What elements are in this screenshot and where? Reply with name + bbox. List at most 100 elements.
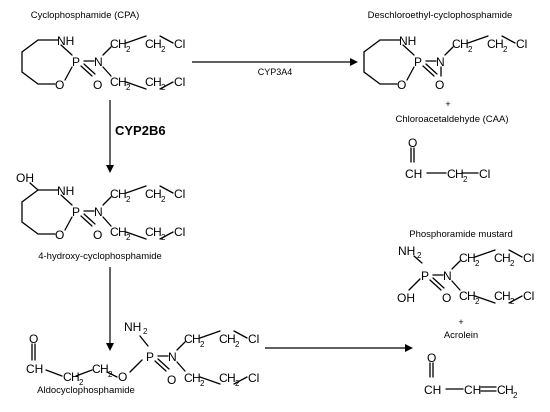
- atom-h: H: [118, 37, 127, 51]
- atom-h: H: [495, 37, 504, 51]
- atom-cl: Cl: [248, 332, 259, 346]
- sub-2: 2: [475, 297, 480, 306]
- atom-ch: C: [494, 251, 503, 265]
- pm-structure: NH 2 P N OH O C H 2 C H 2 Cl C H 2 C H 2…: [397, 244, 534, 306]
- arrow-to-aldo: [106, 267, 114, 351]
- atom-h: H: [118, 75, 127, 89]
- dcl-structure: NH P N O O H C H 2 C H 2 Cl: [363, 34, 527, 92]
- atom-h: H: [118, 225, 127, 239]
- atom-ch: CH: [405, 167, 422, 181]
- cyp3a4-label: CYP3A4: [258, 67, 293, 77]
- sub-2: 2: [143, 327, 148, 336]
- plus-sign-caa: +: [445, 99, 450, 109]
- atom-o-ring: O: [55, 228, 64, 242]
- atom-ch: C: [184, 371, 193, 385]
- sub-2: 2: [161, 195, 166, 204]
- acrolein-name-label: Acrolein: [444, 330, 478, 341]
- acrolein-structure: O CH CH C H 2: [424, 351, 518, 400]
- sub-2: 2: [513, 391, 518, 400]
- atom-h: H: [118, 187, 127, 201]
- sub-2: 2: [161, 83, 166, 92]
- atom-cl: Cl: [174, 187, 185, 201]
- sub-2: 2: [79, 378, 84, 387]
- atom-nh: NH: [57, 184, 74, 198]
- sub-2: 2: [468, 45, 473, 54]
- atom-h: H: [505, 383, 514, 397]
- atom-n: N: [168, 350, 177, 364]
- cyp2b6-label: CYP2B6: [115, 123, 166, 138]
- atom-ch: C: [219, 371, 228, 385]
- sub-2: 2: [503, 45, 508, 54]
- pm-name-label: Phosphoramide mustard: [409, 229, 513, 240]
- atom-ch: C: [497, 383, 506, 397]
- atom-cl: Cl: [479, 167, 490, 181]
- atom-nh: NH: [57, 34, 74, 48]
- atom-o-double: O: [167, 373, 176, 387]
- plus-sign-acrolein: +: [458, 317, 463, 327]
- atom-ch: C: [452, 37, 461, 51]
- atom-h: H: [467, 289, 476, 303]
- atom-h: H: [227, 371, 236, 385]
- sub-2: 2: [200, 379, 205, 388]
- sub-2: 2: [200, 340, 205, 349]
- atom-p: P: [72, 55, 80, 69]
- aldo-structure: O CH C H 2 C H 2 O NH 2 P N O C H 2 C H …: [26, 320, 259, 388]
- atom-ch: C: [110, 37, 119, 51]
- atom-h: H: [71, 370, 80, 384]
- sub-2: 2: [126, 83, 131, 92]
- hydroxy-structure: OH NH P N O O C H 2 C H 2 Cl C H 2 C H 2…: [16, 171, 185, 242]
- atom-o: O: [408, 136, 417, 150]
- atom-ch: C: [63, 370, 72, 384]
- sub-2: 2: [126, 45, 131, 54]
- arrow-cyp3a4: [192, 58, 358, 66]
- atom-o-double: O: [435, 78, 444, 92]
- arrow-to-pm: [265, 344, 413, 352]
- atom-p: P: [414, 55, 422, 69]
- atom-p: P: [421, 269, 429, 283]
- sub-2: 2: [463, 175, 468, 184]
- caa-name-label: Chloroacetaldehyde (CAA): [395, 114, 508, 125]
- atom-ch: C: [110, 187, 119, 201]
- atom-h: H: [227, 332, 236, 346]
- sub-2: 2: [235, 379, 240, 388]
- atom-h: H: [467, 251, 476, 265]
- atom-h: H: [100, 362, 109, 376]
- hydroxy-name-label: 4-hydroxy-cyclophosphamide: [38, 251, 162, 262]
- atom-ch: C: [145, 187, 154, 201]
- sub-2: 2: [161, 45, 166, 54]
- atom-h: H: [455, 167, 464, 181]
- atom-h: H: [460, 37, 469, 51]
- cpa-structure: NH P N O O C H 2 C H 2 Cl C H 2 C H 2 Cl: [21, 34, 185, 92]
- atom-p: P: [72, 205, 80, 219]
- atom-ch: CH: [424, 383, 441, 397]
- atom-o-double: O: [93, 228, 102, 242]
- sub-2: 2: [510, 259, 515, 268]
- atom-o: O: [118, 370, 127, 384]
- atom-o-ring: O: [55, 78, 64, 92]
- atom-ch: C: [110, 225, 119, 239]
- atom-nh: NH: [399, 34, 416, 48]
- atom-h: H: [153, 225, 162, 239]
- sub-2: 2: [235, 340, 240, 349]
- sub-2: 2: [510, 297, 515, 306]
- sub-2: 2: [161, 233, 166, 242]
- atom-h: H: [192, 371, 201, 385]
- atom-cl: Cl: [174, 75, 185, 89]
- atom-cl: Cl: [174, 225, 185, 239]
- atom-nh: NH: [124, 320, 141, 334]
- atom-oh: OH: [16, 171, 34, 185]
- atom-n: N: [94, 55, 103, 69]
- atom-ch: CH: [464, 383, 481, 397]
- atom-o: O: [427, 351, 436, 365]
- atom-h: H: [502, 251, 511, 265]
- atom-ch: C: [487, 37, 496, 51]
- atom-cl: Cl: [523, 289, 534, 303]
- sub-2: 2: [108, 370, 113, 379]
- atom-h: H: [153, 37, 162, 51]
- atom-p: P: [146, 350, 154, 364]
- atom-h: H: [192, 332, 201, 346]
- aldo-name-label: Aldocyclophosphamide: [37, 385, 135, 396]
- atom-cl: Cl: [174, 37, 185, 51]
